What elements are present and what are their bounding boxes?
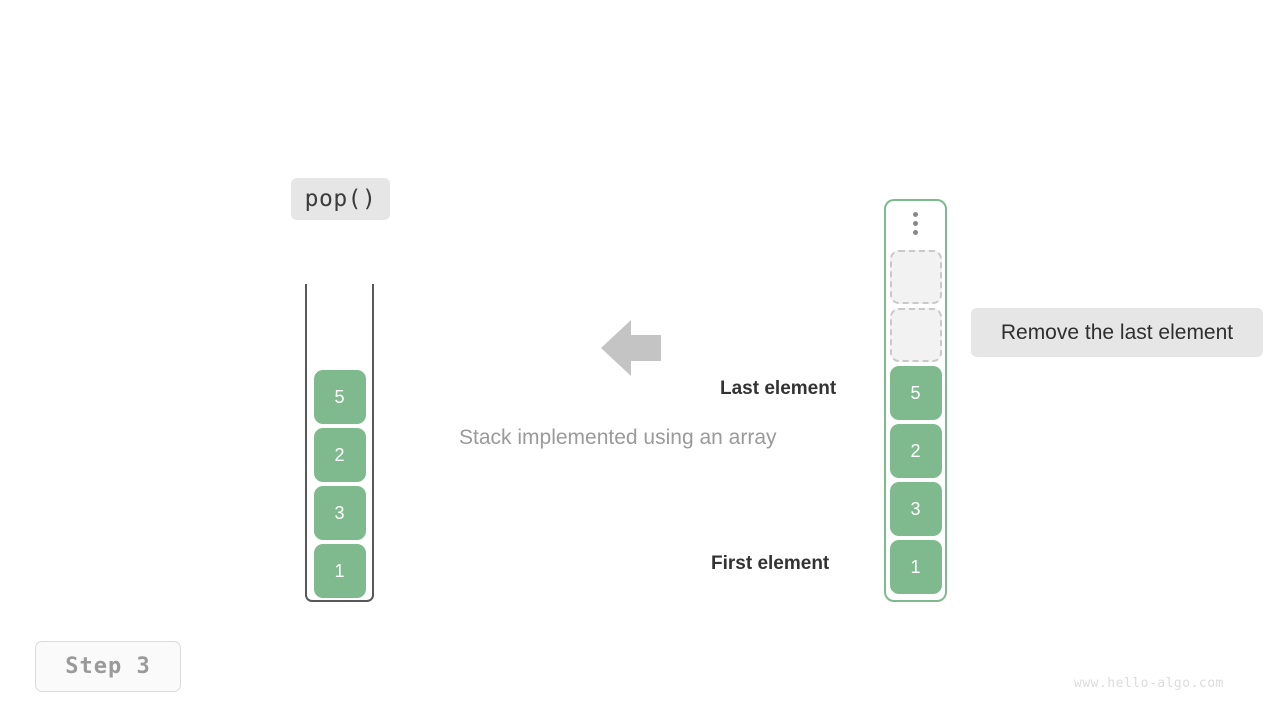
stack-cell: 5: [313, 370, 366, 424]
label-last-element: Last element: [720, 378, 837, 399]
stack-cell-list-right: 5 2 3 1: [886, 246, 945, 594]
step-badge: Step 3: [35, 641, 181, 692]
stack-cell: 2: [313, 428, 366, 482]
watermark: www.hello-algo.com: [1074, 676, 1224, 691]
array-stack-after: 5 2 3 1: [884, 199, 947, 602]
arrow-left-icon: [601, 319, 661, 377]
stack-cell-empty: [889, 250, 942, 304]
diagram-caption: Stack implemented using an array: [459, 426, 777, 449]
ellipsis-dot: [913, 212, 918, 217]
label-first-element: First element: [711, 553, 830, 574]
stack-cell: 3: [313, 486, 366, 540]
stack-cell: 2: [889, 424, 942, 478]
ellipsis-dot: [913, 230, 918, 235]
stack-cell: 1: [889, 540, 942, 594]
stack-cell: 5: [889, 366, 942, 420]
stack-cell: 1: [313, 544, 366, 598]
array-stack-before: 5 2 3 1: [305, 284, 374, 602]
stack-cell: 3: [889, 482, 942, 536]
stack-cell-empty: [889, 308, 942, 362]
vertical-ellipsis-icon: [886, 212, 945, 235]
operation-label: pop(): [291, 178, 390, 220]
stack-cell-list-left: 5 2 3 1: [305, 366, 374, 598]
callout-remove-last-element: Remove the last element: [971, 308, 1263, 357]
ellipsis-dot: [913, 221, 918, 226]
